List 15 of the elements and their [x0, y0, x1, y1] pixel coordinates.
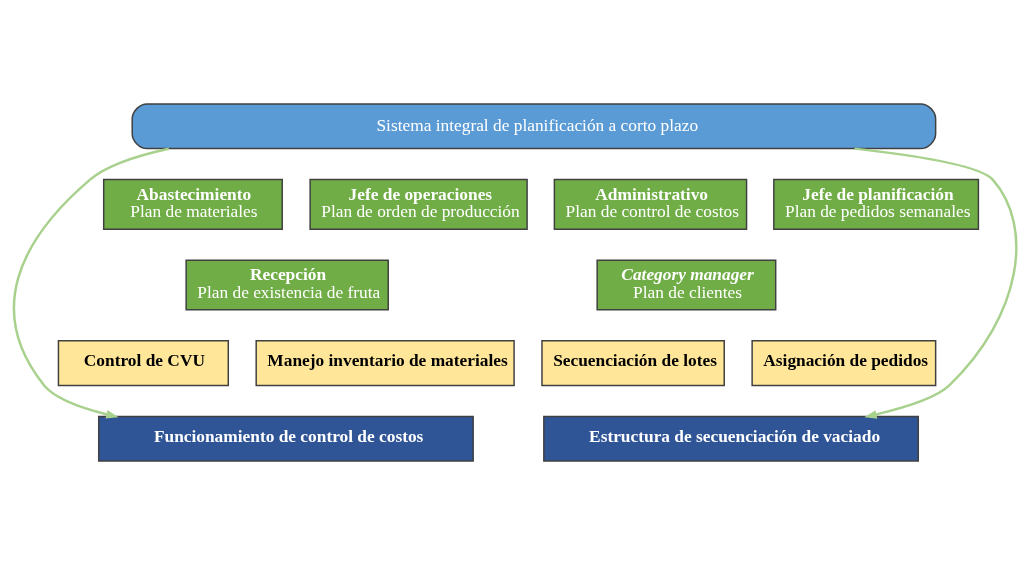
node-box: Manejo inventario de materiales [255, 339, 515, 386]
node-box: Secuenciación de lotes [541, 339, 725, 386]
node-box: Jefe de planificación Plan de pedidos semanales [773, 178, 980, 230]
arrow [854, 146, 1018, 419]
node-box: Administrativo Plan de control de costos [553, 178, 748, 230]
node-box: Control de CVU [57, 339, 230, 386]
node-box: Jefe de operaciones Plan de orden de producción [309, 178, 528, 230]
node-box: Estructura de secuenciación de vaciado [543, 415, 920, 462]
node-box: Abastecimiento Plan de materiales [102, 178, 283, 230]
node-box: Sistema integral de planificación a corto plazo [131, 102, 937, 149]
node-box: Funcionamiento de control de costos [98, 415, 474, 462]
node-box: Recepción Plan de existencia de fruta [185, 258, 389, 311]
arrow [12, 146, 170, 418]
node-box: Category manager Plan de clientes [596, 258, 777, 311]
node-box: Asignación de pedidos [751, 339, 937, 386]
